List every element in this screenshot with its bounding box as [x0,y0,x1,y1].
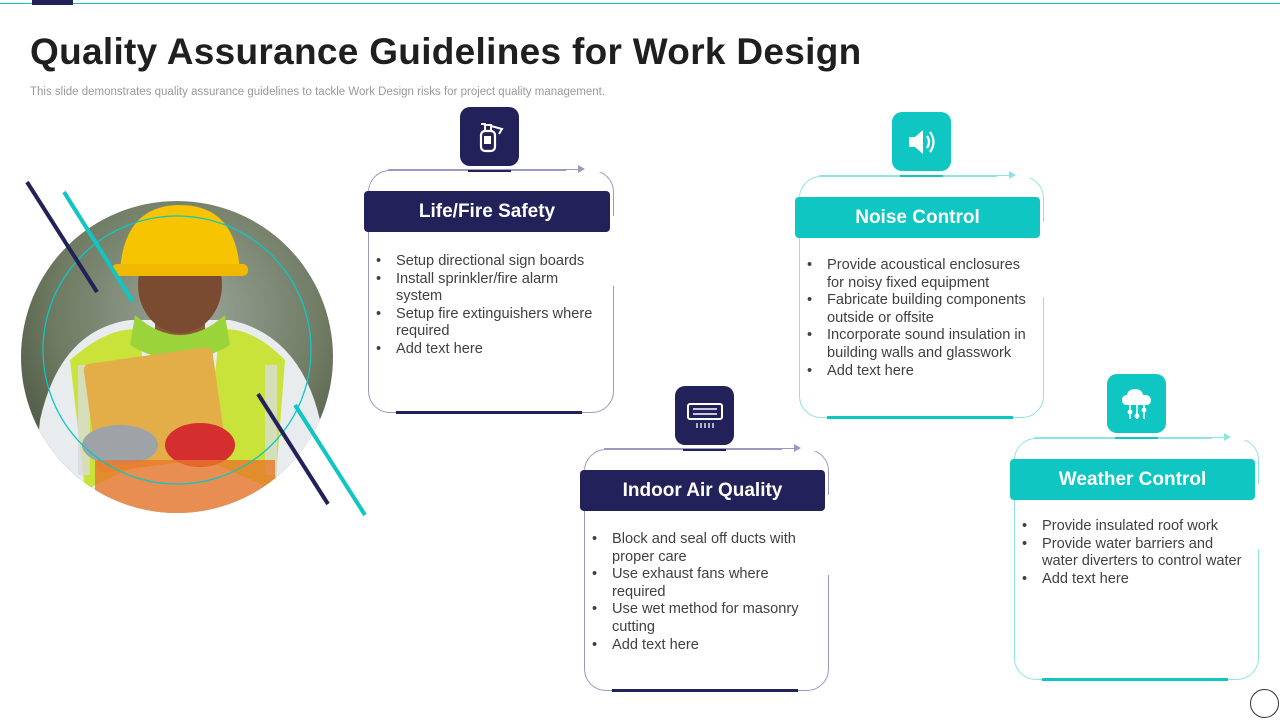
slide-title: Quality Assurance Guidelines for Work De… [30,31,862,72]
list-item: Block and seal off ducts with proper car… [592,531,820,566]
list-item: Fabricate building components outside or… [807,292,1035,327]
top-accent-line [0,3,1280,4]
list-item: Setup fire extinguishers where required [376,306,601,341]
top-accent-tab [32,0,73,5]
card-bottom-bar [1042,678,1228,681]
list-item: Incorporate sound insulation in building… [807,327,1035,362]
card-indoor-air-quality: Indoor Air Quality Block and seal off du… [580,435,832,692]
card-header-weather-control: Weather Control [1010,459,1255,500]
worker-photo [0,160,380,540]
slide-nav-button[interactable] [1250,689,1279,718]
card-header-life-fire-safety: Life/Fire Safety [364,191,610,232]
cloud-controls-icon-box [1107,374,1166,439]
card-bottom-bar [612,689,798,692]
arrow-icon [1224,433,1231,441]
arrow-icon [794,444,801,452]
list-item: Add text here [1022,571,1252,589]
card-bottom-bar [396,411,582,414]
card-list: Block and seal off ducts with proper car… [592,531,820,654]
card-list: Provide acoustical enclosures for noisy … [807,257,1035,380]
list-item: Use exhaust fans where required [592,566,820,601]
card-life-fire-safety: Life/Fire Safety Setup directional sign … [364,156,616,414]
list-item: Provide acoustical enclosures for noisy … [807,257,1035,292]
list-item: Provide insulated roof work [1022,518,1252,536]
card-list: Provide insulated roof work Provide wate… [1022,518,1252,588]
card-weather-control: Weather Control Provide insulated roof w… [1010,424,1262,681]
card-list: Setup directional sign boards Install sp… [376,253,601,359]
list-item: Add text here [807,363,1035,381]
list-item: Provide water barriers and water diverte… [1022,536,1252,571]
list-item: Add text here [376,341,601,359]
air-conditioner-icon [686,402,723,428]
fire-extinguisher-icon [479,122,504,152]
list-item: Add text here [592,637,820,655]
card-header-indoor-air-quality: Indoor Air Quality [580,470,825,511]
slide-subtitle: This slide demonstrates quality assuranc… [30,86,606,98]
air-conditioner-icon-box [675,386,734,451]
speaker-icon-box [892,112,951,177]
arrow-icon [1009,171,1016,179]
list-item: Install sprinkler/fire alarm system [376,271,601,306]
speaker-icon [908,129,935,154]
list-item: Setup directional sign boards [376,253,601,271]
cloud-controls-icon [1121,388,1151,419]
card-header-noise-control: Noise Control [795,197,1040,238]
card-noise-control: Noise Control Provide acoustical enclosu… [795,162,1047,419]
card-bottom-bar [827,416,1013,419]
list-item: Use wet method for masonry cutting [592,601,820,636]
fire-extinguisher-icon-box [460,107,519,172]
arrow-icon [578,165,585,173]
